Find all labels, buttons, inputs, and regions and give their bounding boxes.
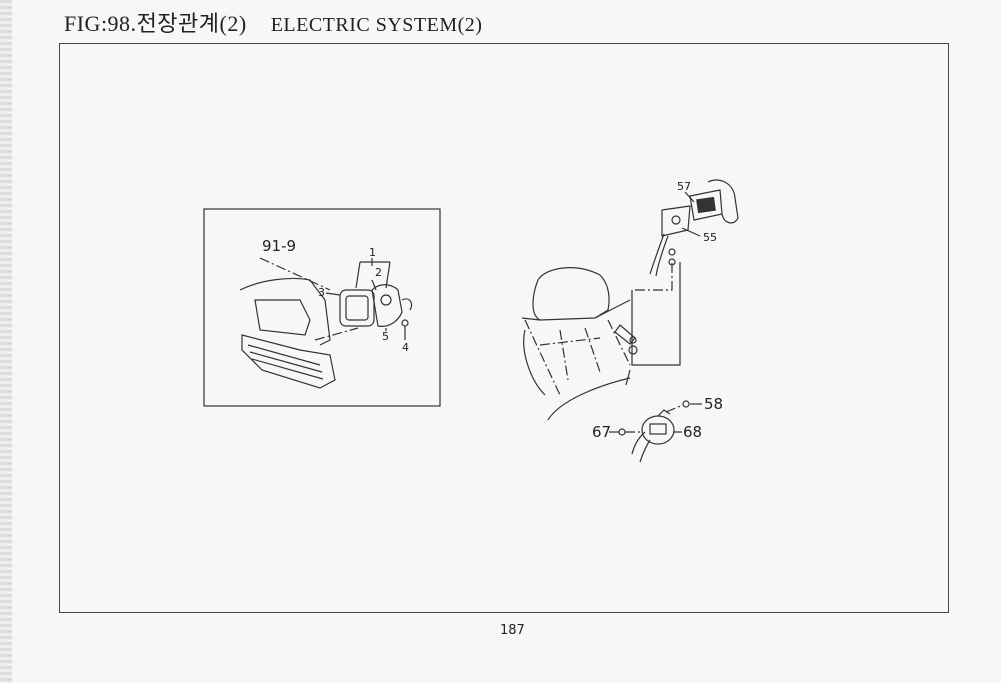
lamp-lens-part	[339, 289, 375, 327]
part-label-5: 5	[382, 330, 389, 343]
cab-frame-lines	[524, 319, 631, 396]
inset-frame	[203, 208, 441, 407]
upper-lamp-assembly	[649, 179, 739, 277]
inset-fender-curve	[239, 277, 331, 346]
part-label-55: 55	[703, 231, 717, 244]
inset-body-edge	[259, 257, 331, 291]
binding-edge	[0, 0, 12, 683]
wire-drop	[625, 369, 631, 386]
wire-loop	[631, 262, 681, 366]
part-label-68: 68	[683, 423, 702, 441]
figure-title-english: ELECTRIC SYSTEM(2)	[270, 14, 483, 36]
cab-roof-edges	[521, 299, 631, 321]
part-label-67: 67	[592, 423, 611, 441]
inset-lamp-window	[254, 299, 311, 336]
mount-bracket	[614, 324, 636, 345]
leader-57	[684, 191, 695, 203]
inset-leader	[314, 327, 359, 341]
wire-upper	[635, 262, 673, 291]
part-label-1: 1	[369, 246, 376, 259]
part-label-58: 58	[704, 395, 723, 413]
figure-title-korean: 전장관계(2)	[136, 11, 247, 36]
lamp-housing-part	[371, 284, 413, 327]
leader-2	[371, 279, 377, 291]
leader-1	[355, 258, 391, 289]
connector-upper	[629, 336, 637, 344]
inset-bumper-line-1	[247, 344, 321, 366]
cab-roof	[532, 267, 610, 321]
inset-bumper-line-2	[249, 351, 323, 373]
figure-title: FIG:98.전장관계(2) ELECTRIC SYSTEM(2)	[64, 6, 482, 38]
connector-lower	[628, 345, 638, 355]
part-label-57: 57	[677, 180, 691, 193]
part-label-4: 4	[402, 341, 409, 354]
inset-rear-lamp-detail: 91-9 1 2 3 4 5	[203, 208, 441, 407]
inset-bumper-line-3	[251, 358, 324, 380]
part-label-3: 3	[318, 286, 325, 299]
main-cab-diagram: 57 55 58 67 68	[521, 179, 739, 463]
inset-bumper	[241, 334, 336, 389]
screw-part-4	[401, 319, 409, 327]
leader-3	[325, 292, 341, 296]
inset-ref-label: 91-9	[262, 237, 296, 255]
leader-55	[681, 227, 701, 237]
figure-number: FIG:98.	[64, 11, 137, 36]
page-number: 187	[500, 623, 525, 638]
part-label-2: 2	[375, 266, 382, 279]
cab-body-outline	[523, 329, 631, 421]
drawing-frame	[59, 43, 949, 613]
